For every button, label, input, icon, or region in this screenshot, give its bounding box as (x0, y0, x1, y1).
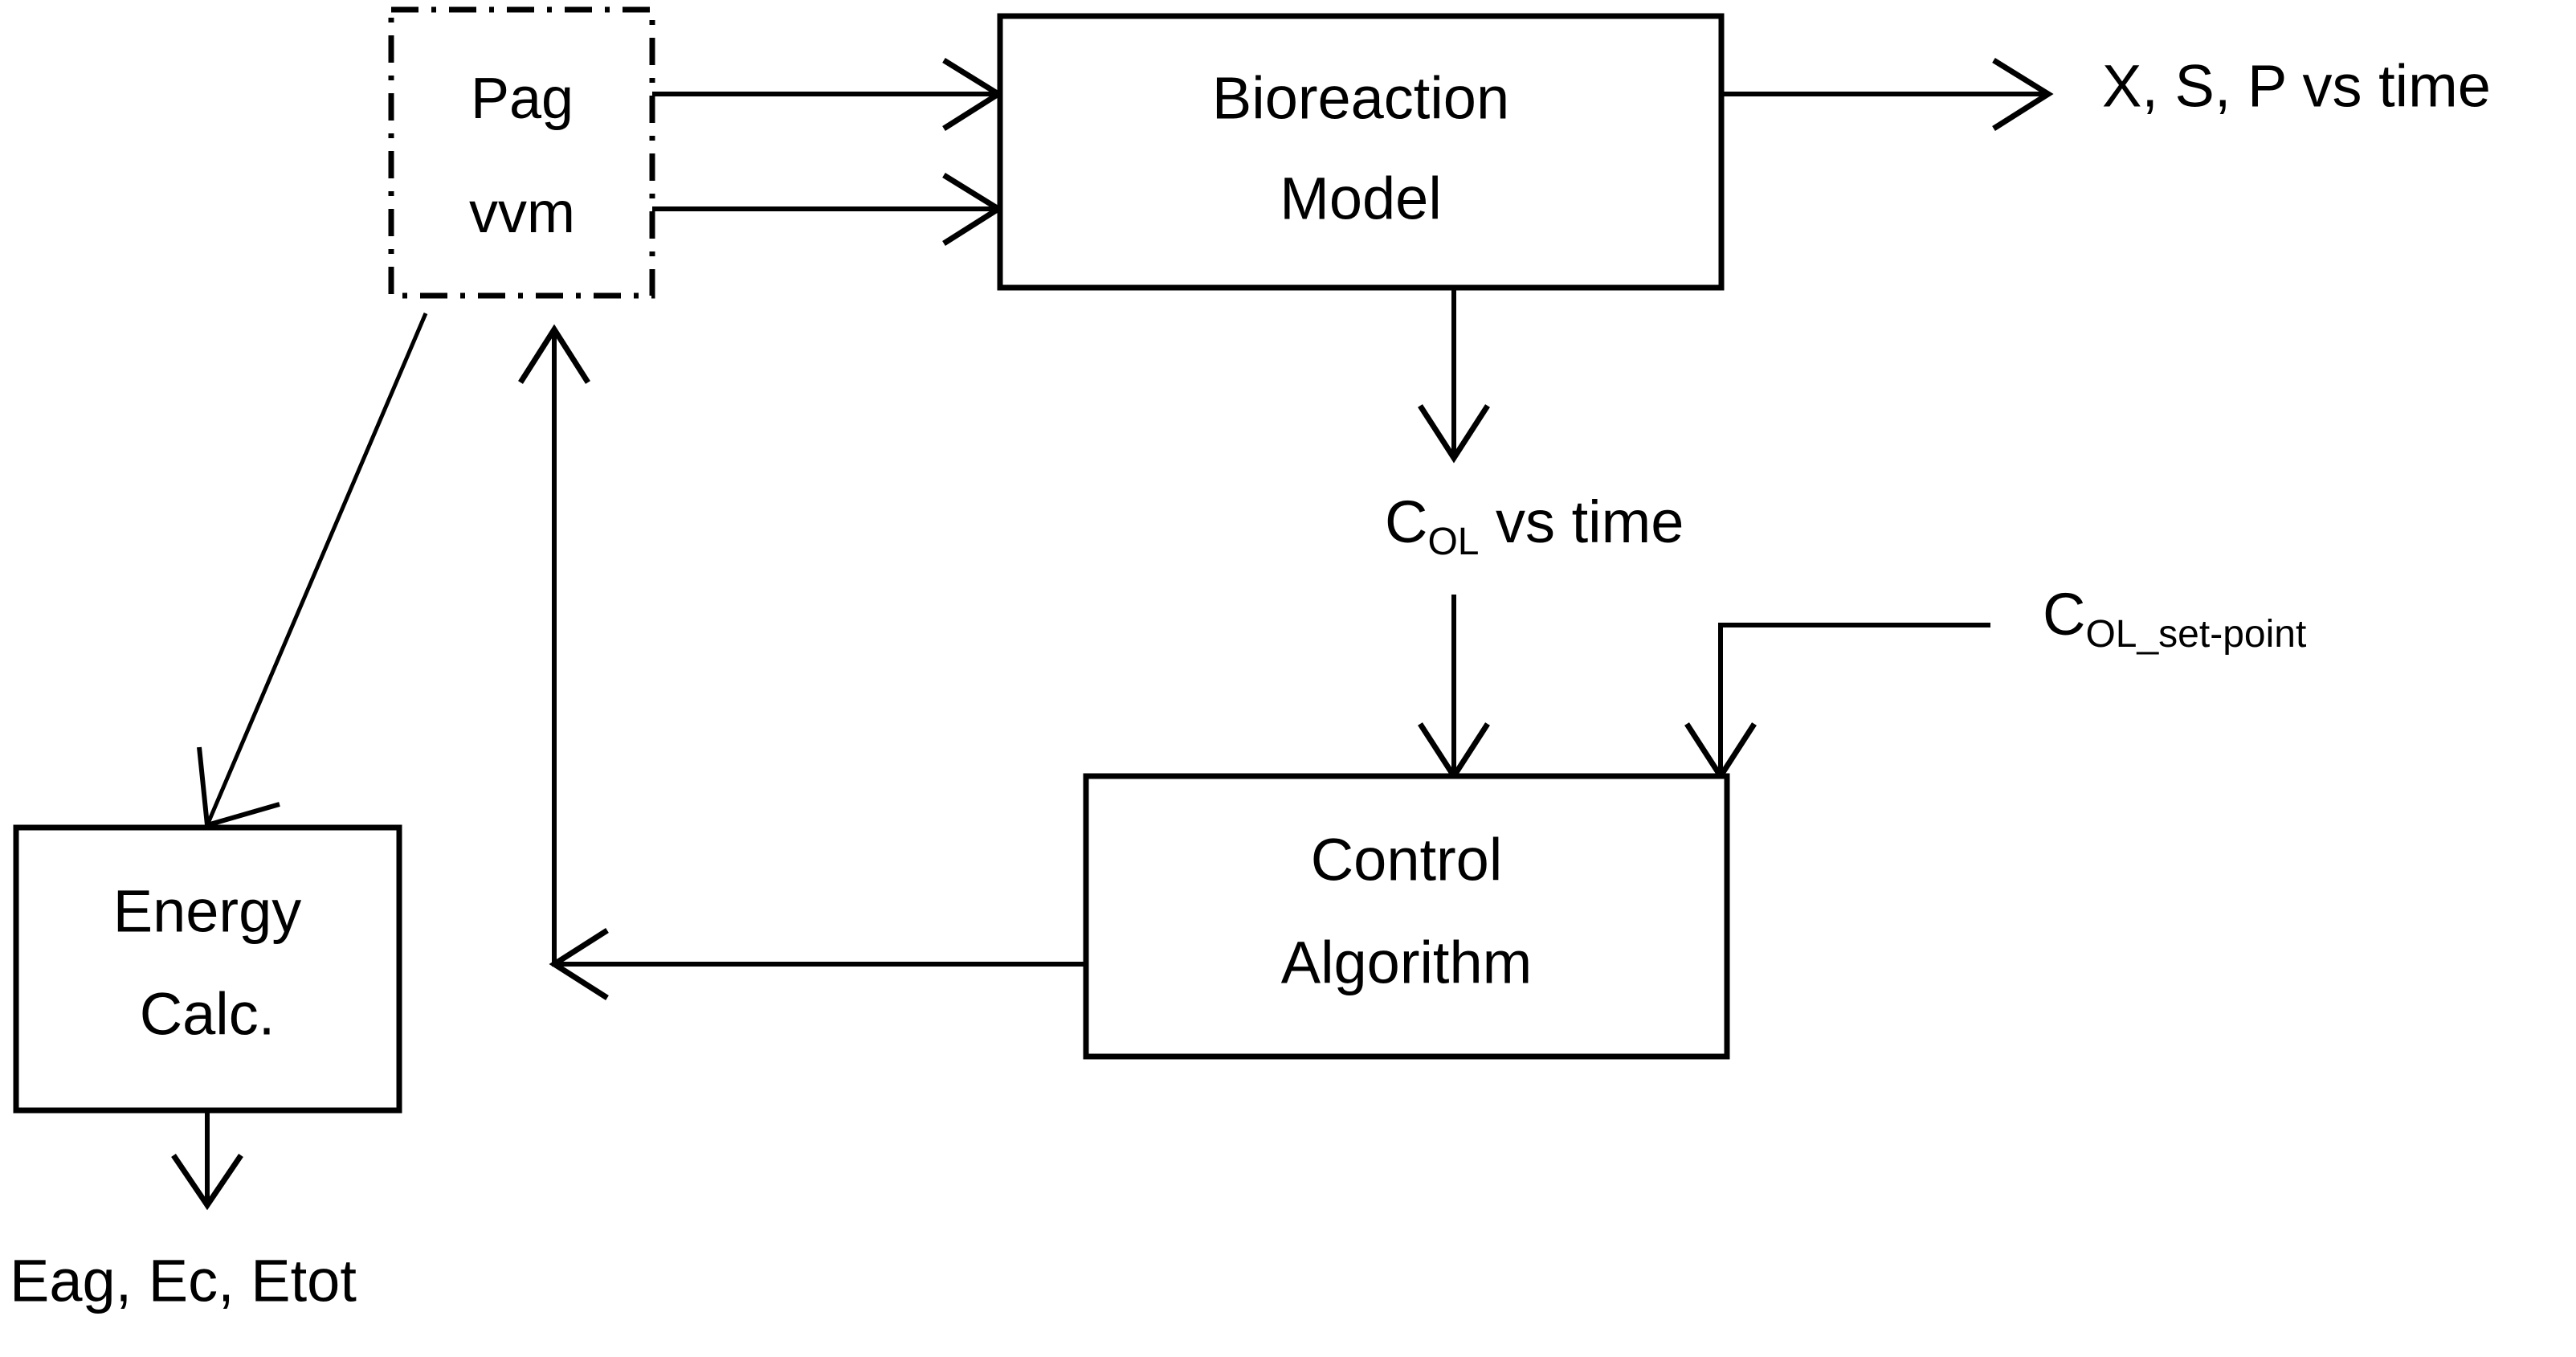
bioreaction-model-line2: Model (1280, 166, 1442, 232)
energy-calc-line1: Energy (113, 878, 301, 945)
edge-control-feedback-to-inputs (518, 324, 1086, 1000)
edge-bioreaction-to-model-outputs (1721, 58, 2054, 131)
col-label-tail: vs time (1479, 488, 1684, 555)
inputs-dashdot-block-border (388, 6, 655, 299)
edge-inputs-to-energy-calc (197, 313, 428, 828)
energy-outputs-label: Eag, Ec, Etot (10, 1248, 357, 1314)
bioreaction-model-line1: Bioreaction (1212, 65, 1509, 132)
edge-pag-to-bioreaction (652, 58, 1004, 131)
col-label-base: C (1385, 488, 1427, 555)
energy-calc-line2: Calc. (140, 981, 276, 1048)
svg-text:COL_set-point: COL_set-point (2043, 581, 2306, 656)
setpoint-label-base: C (2043, 581, 2085, 648)
setpoint-label: COL_set-point (2043, 581, 2306, 656)
svg-text:COL vs time: COL vs time (1385, 488, 1684, 563)
control-algorithm-block-border (1083, 773, 1730, 1060)
col-label-sub: OL (1427, 521, 1479, 563)
energy-calc-block-border (13, 824, 402, 1114)
inputs-block-line1: Pag (471, 67, 574, 131)
edge-bioreaction-to-col (1418, 288, 1490, 464)
bioreaction-model-block-border (997, 13, 1725, 291)
edge-setpoint-to-control (1684, 623, 1990, 782)
control-algorithm-line1: Control (1311, 827, 1503, 893)
edge-energy-to-energy-outputs (171, 1110, 243, 1211)
edge-vvm-to-bioreaction (652, 173, 1004, 246)
model-outputs-label: X, S, P vs time (2102, 53, 2491, 120)
inputs-block-line2: vvm (469, 181, 575, 245)
control-algorithm-line2: Algorithm (1281, 930, 1533, 996)
setpoint-label-sub: OL_set-point (2085, 613, 2306, 656)
col-vs-time-label: COL vs time (1385, 488, 1684, 563)
edge-col-to-control (1418, 595, 1490, 782)
